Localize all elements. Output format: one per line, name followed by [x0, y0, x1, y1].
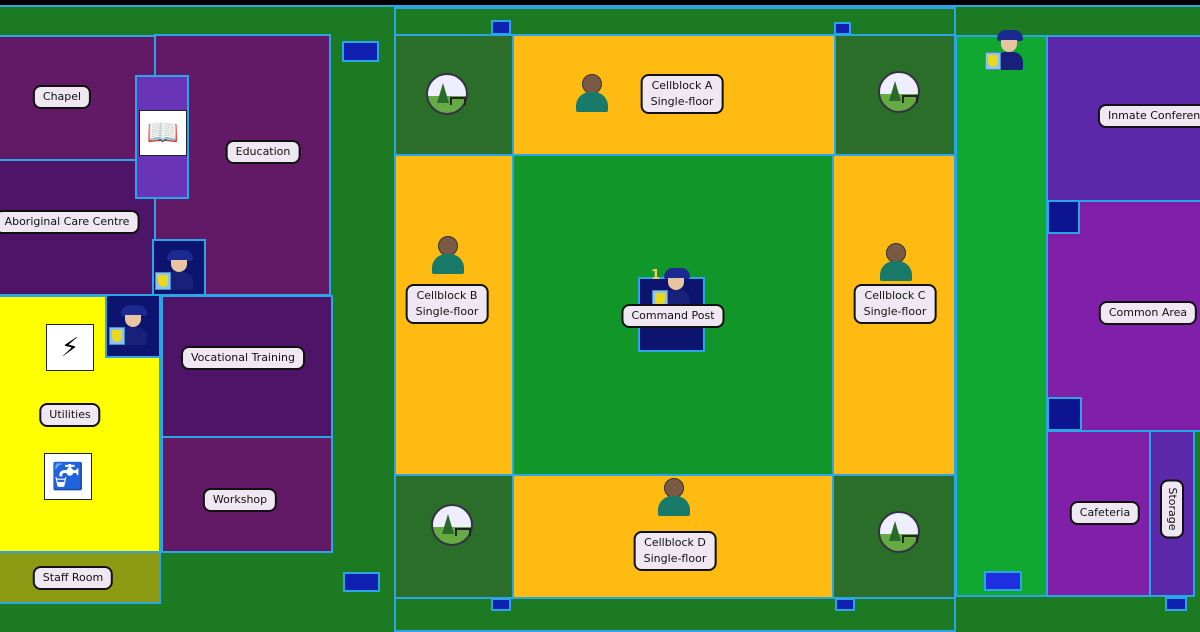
- label-cellblock-a: Cellblock A Single-floor: [640, 74, 724, 114]
- guard-icon[interactable]: [650, 266, 690, 310]
- door[interactable]: [342, 41, 379, 62]
- label-cafeteria: Cafeteria: [1069, 501, 1141, 525]
- label-staff-room: Staff Room: [32, 566, 114, 590]
- label-cellblock-c: Cellblock C Single-floor: [853, 284, 937, 324]
- prisoner-icon[interactable]: [656, 478, 690, 518]
- label-vocational-training: Vocational Training: [181, 346, 305, 370]
- door[interactable]: [1047, 397, 1082, 431]
- label-cellblock-d: Cellblock D Single-floor: [633, 531, 717, 571]
- book-reader-icon: 📖: [139, 110, 187, 156]
- cellblock-name: Cellblock B: [416, 289, 478, 302]
- label-education: Education: [225, 140, 301, 164]
- lightning-icon: ⚡: [46, 324, 94, 371]
- prisoner-icon[interactable]: [430, 236, 464, 276]
- door[interactable]: [1165, 597, 1187, 611]
- label-command-post: Command Post: [621, 304, 725, 328]
- door[interactable]: [835, 598, 855, 611]
- door[interactable]: [984, 571, 1022, 591]
- cellblock-type: Single-floor: [415, 305, 479, 318]
- cellblock-name: Cellblock C: [864, 289, 926, 302]
- guard-icon[interactable]: [153, 248, 193, 292]
- door[interactable]: [834, 22, 851, 35]
- label-workshop: Workshop: [202, 488, 278, 512]
- park-icon: [431, 504, 473, 546]
- prisoner-icon[interactable]: [574, 74, 608, 114]
- cellblock-type: Single-floor: [650, 95, 714, 108]
- label-utilities: Utilities: [39, 403, 101, 427]
- cellblock-type: Single-floor: [643, 552, 707, 565]
- door[interactable]: [1047, 200, 1080, 234]
- label-aboriginal-care: Aboriginal Care Centre: [0, 210, 140, 234]
- label-common-area: Common Area: [1098, 301, 1198, 325]
- cellblock-name: Cellblock D: [644, 536, 706, 549]
- label-inmate-conference: Inmate Conference: [1097, 104, 1200, 128]
- cellblock-name: Cellblock A: [651, 79, 713, 92]
- cellblock-type: Single-floor: [863, 305, 927, 318]
- label-cellblock-b: Cellblock B Single-floor: [405, 284, 489, 324]
- prisoner-icon[interactable]: [878, 243, 912, 283]
- top-bar: [0, 0, 1200, 7]
- door[interactable]: [343, 572, 380, 592]
- park-icon: [878, 511, 920, 553]
- yard-top: [394, 7, 956, 36]
- door[interactable]: [491, 20, 511, 35]
- guard-icon[interactable]: [983, 28, 1023, 72]
- yard-strip[interactable]: [955, 35, 1048, 597]
- command-post-count: 1: [651, 268, 661, 283]
- door[interactable]: [491, 598, 511, 611]
- tap-icon: 🚰: [44, 453, 92, 500]
- guard-icon[interactable]: [107, 303, 147, 347]
- park-icon: [878, 71, 920, 113]
- label-chapel: Chapel: [32, 85, 92, 109]
- park-icon: [426, 73, 468, 115]
- yard-bottom: [394, 597, 956, 632]
- label-storage: Storage: [1160, 479, 1184, 539]
